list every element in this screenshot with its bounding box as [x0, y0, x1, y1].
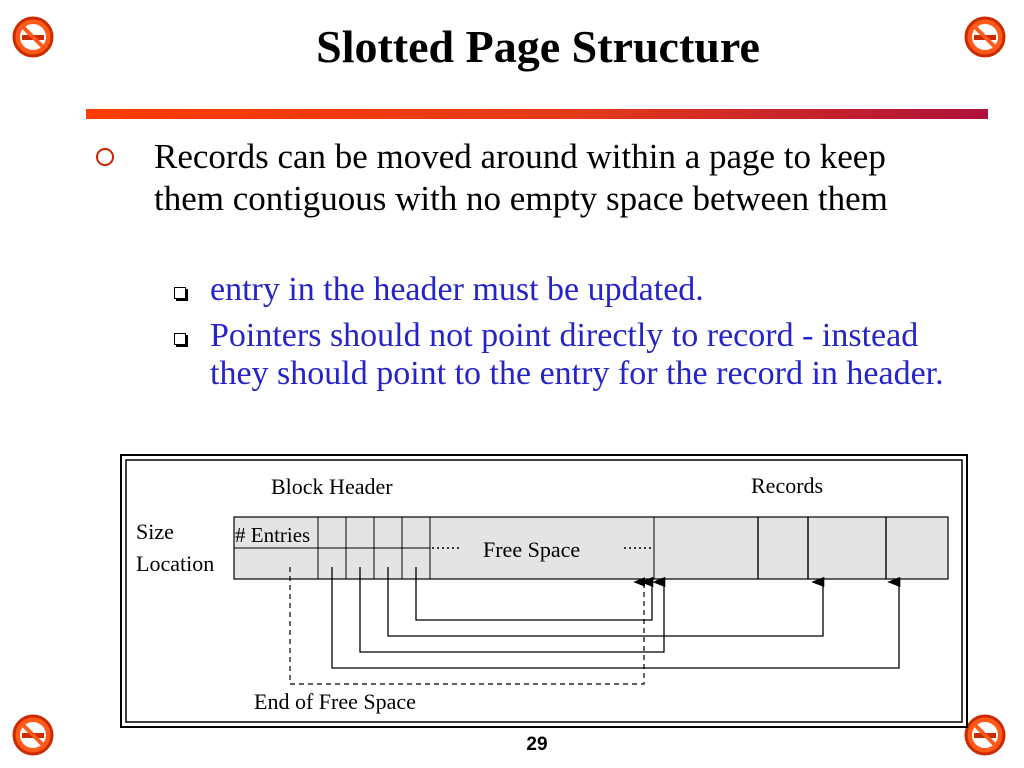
size-label: Size: [136, 519, 174, 544]
slotted-page-diagram: Block Header Records Size Location # Ent…: [120, 454, 968, 728]
no-smoking-icon: [10, 712, 56, 758]
diagram-frame-inner: [125, 459, 963, 723]
slide-title: Slotted Page Structure: [316, 21, 760, 72]
slot-pointer: [331, 567, 901, 669]
subbullet-text: entry in the header must be updated.: [210, 271, 704, 308]
no-smoking-icon: [10, 14, 56, 60]
bullet-text: Records can be moved around within a pag…: [154, 137, 888, 218]
no-smoking-icon: [962, 712, 1008, 758]
slot-pointer: [415, 567, 654, 621]
records-label: Records: [751, 473, 823, 498]
slot-pointer: [387, 567, 825, 637]
diagram-frame-outer: [120, 454, 968, 728]
end-free-space-label: End of Free Space: [254, 689, 416, 714]
bullet-circle-icon: [96, 148, 114, 166]
subbullet-square-icon: [174, 287, 186, 299]
subbullet-square-icon: [174, 333, 186, 345]
slot-pointer: [359, 567, 666, 653]
page-number: 29: [526, 734, 548, 755]
no-smoking-icon: [962, 14, 1008, 60]
entries-label: # Entries: [235, 523, 310, 547]
subbullet-text: Pointers should not point directly to re…: [210, 317, 944, 392]
end-of-free-space-pointer: [289, 567, 646, 685]
block-header-label: Block Header: [271, 474, 393, 499]
free-space-label: Free Space: [483, 537, 580, 562]
location-label: Location: [136, 551, 214, 576]
title-divider: [86, 109, 988, 119]
